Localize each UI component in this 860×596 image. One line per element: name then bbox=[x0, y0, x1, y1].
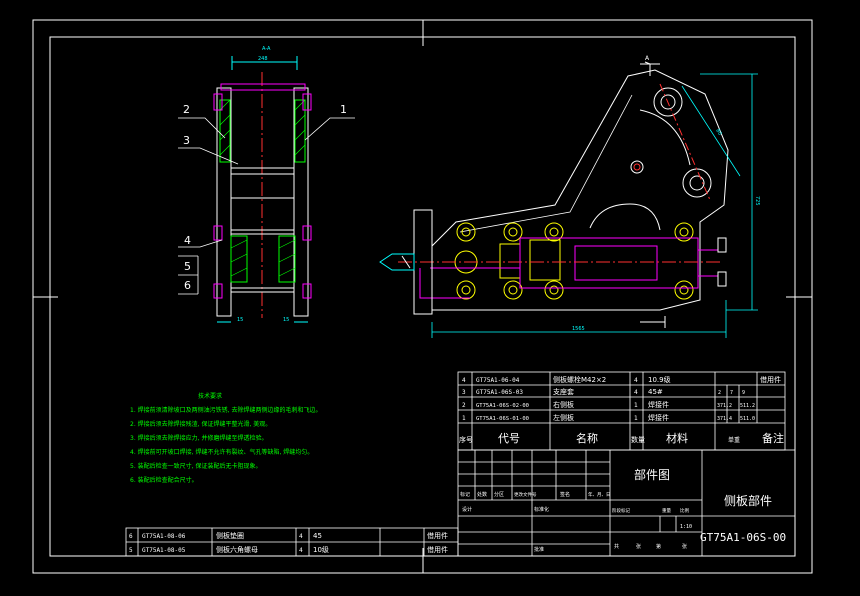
svg-text:2: 2 bbox=[462, 402, 466, 409]
svg-text:焊接件: 焊接件 bbox=[648, 400, 669, 409]
svg-text:7: 7 bbox=[730, 390, 733, 396]
svg-text:1: 1 bbox=[634, 415, 638, 422]
outer-frame bbox=[32, 19, 813, 574]
svg-text:GT75A1-06S-01-00: GT75A1-06S-01-00 bbox=[476, 416, 529, 422]
frame-center-marks bbox=[33, 20, 812, 573]
svg-text:批准: 批准 bbox=[534, 546, 544, 553]
svg-text:4: 4 bbox=[299, 533, 303, 540]
svg-text:10级: 10级 bbox=[313, 545, 329, 554]
svg-text:代号: 代号 bbox=[498, 432, 520, 445]
dim-sec-top: 248 bbox=[258, 56, 268, 62]
callout-2: 2 bbox=[183, 103, 190, 116]
side-view: A bbox=[379, 55, 760, 338]
part-name: 侧板部件 bbox=[724, 493, 772, 508]
note-2: 2. 焊接后须去除焊接残渣, 保证焊缝平整光滑, 美观。 bbox=[130, 420, 271, 428]
title-block bbox=[457, 449, 796, 557]
svg-text:4: 4 bbox=[299, 547, 303, 554]
svg-text:侧板螺栓M42×2: 侧板螺栓M42×2 bbox=[553, 375, 606, 384]
note-4: 4. 焊接前可开坡口焊接, 焊缝不允许有裂纹、气孔等缺陷, 焊缝均匀。 bbox=[130, 448, 313, 456]
svg-text:材料: 材料 bbox=[666, 431, 688, 445]
svg-text:9: 9 bbox=[742, 390, 745, 396]
svg-text:GT75A1-06-04: GT75A1-06-04 bbox=[476, 377, 520, 384]
technical-notes: 技术要求 1. 焊接前须清除坡口及两侧油污铁锈, 去除焊缝两侧边缘的毛刺和飞边。… bbox=[130, 392, 321, 484]
svg-text:GT75A1-06S-03: GT75A1-06S-03 bbox=[476, 389, 523, 396]
svg-text:名称: 名称 bbox=[576, 431, 598, 445]
svg-text:511.2: 511.2 bbox=[740, 403, 755, 409]
svg-text:6: 6 bbox=[129, 533, 133, 540]
svg-text:备注: 备注 bbox=[762, 431, 784, 445]
callout-1: 1 bbox=[340, 103, 347, 116]
svg-text:年、月、日: 年、月、日 bbox=[588, 491, 611, 498]
svg-text:GT75A1-08-05: GT75A1-08-05 bbox=[142, 547, 186, 554]
svg-text:张: 张 bbox=[636, 543, 641, 550]
drawing-number: GT75A1-06S-00 bbox=[700, 531, 786, 544]
svg-text:借用件: 借用件 bbox=[427, 531, 448, 540]
svg-text:标准化: 标准化 bbox=[534, 506, 549, 513]
svg-text:第: 第 bbox=[656, 543, 661, 550]
svg-text:签名: 签名 bbox=[560, 491, 570, 498]
svg-text:共: 共 bbox=[614, 543, 619, 550]
svg-text:侧板垫圈: 侧板垫圈 bbox=[216, 531, 244, 540]
svg-text:支座套: 支座套 bbox=[553, 387, 574, 396]
svg-text:设计: 设计 bbox=[462, 506, 472, 513]
bom-rows: 4 GT75A1-06-04 侧板螺栓M42×2 4 10.9级 借用件 3 G… bbox=[459, 375, 784, 445]
bom2-table bbox=[125, 527, 459, 557]
scale: 1:10 bbox=[680, 524, 692, 530]
svg-text:3: 3 bbox=[462, 389, 466, 396]
svg-text:张: 张 bbox=[682, 543, 687, 550]
svg-text:标记: 标记 bbox=[460, 491, 470, 498]
callout-6: 6 bbox=[184, 279, 191, 292]
svg-text:更改文件号: 更改文件号 bbox=[514, 491, 537, 498]
svg-text:序号: 序号 bbox=[459, 435, 473, 444]
svg-text:借用件: 借用件 bbox=[427, 545, 448, 554]
svg-text:2: 2 bbox=[718, 390, 721, 396]
svg-text:GT75A1-06S-02-00: GT75A1-06S-02-00 bbox=[476, 403, 529, 409]
dim-sec-bot-right: 15 bbox=[283, 317, 289, 323]
dim-side-vertical: 725 bbox=[754, 196, 760, 206]
svg-text:1: 1 bbox=[462, 415, 466, 422]
svg-text:右侧板: 右侧板 bbox=[553, 400, 574, 409]
svg-text:45: 45 bbox=[313, 532, 322, 540]
svg-text:5: 5 bbox=[129, 547, 133, 554]
callout-5: 5 bbox=[184, 260, 191, 273]
section-view-a-a: A-A 248 bbox=[178, 46, 355, 323]
svg-text:371.4: 371.4 bbox=[717, 416, 732, 422]
svg-text:焊接件: 焊接件 bbox=[648, 413, 669, 422]
svg-text:比例: 比例 bbox=[680, 507, 689, 514]
dim-side-bottom: 1565 bbox=[572, 326, 585, 332]
callout-3: 3 bbox=[183, 134, 190, 147]
title-block-text: 部件图 侧板部件 GT75A1-06S-00 1:10 标记 处数 分区 更改文… bbox=[460, 467, 786, 553]
section-label: A-A bbox=[262, 46, 271, 52]
view-arrow-label-top: A bbox=[645, 55, 650, 62]
svg-text:重量: 重量 bbox=[662, 507, 671, 514]
svg-text:GT75A1-08-06: GT75A1-08-06 bbox=[142, 533, 186, 540]
svg-text:4: 4 bbox=[462, 377, 466, 384]
svg-text:511.0: 511.0 bbox=[740, 416, 755, 422]
note-5: 5. 装配后检查一致尺寸, 保证装配后无卡阻现象。 bbox=[130, 462, 261, 470]
svg-text:10.9级: 10.9级 bbox=[648, 375, 671, 384]
note-6: 6. 装配后检查配合尺寸。 bbox=[130, 476, 198, 484]
bom2-rows: 6 GT75A1-08-06 侧板垫圈 4 45 借用件 5 GT75A1-08… bbox=[129, 531, 448, 554]
svg-text:左侧板: 左侧板 bbox=[553, 413, 574, 422]
drawing-type: 部件图 bbox=[634, 467, 670, 482]
svg-text:数量: 数量 bbox=[631, 435, 645, 444]
note-3: 3. 焊接后须去除焊接应力, 并修磨焊缝至焊透检验。 bbox=[130, 434, 267, 442]
svg-text:借用件: 借用件 bbox=[760, 375, 781, 384]
svg-text:单重: 单重 bbox=[728, 436, 740, 444]
svg-text:371.2: 371.2 bbox=[717, 403, 732, 409]
svg-text:分区: 分区 bbox=[494, 491, 504, 498]
svg-text:4: 4 bbox=[634, 377, 638, 384]
svg-text:侧板六角螺母: 侧板六角螺母 bbox=[216, 545, 258, 554]
dim-sec-bot-left: 15 bbox=[237, 317, 243, 323]
svg-text:45#: 45# bbox=[648, 388, 663, 396]
note-1: 1. 焊接前须清除坡口及两侧油污铁锈, 去除焊缝两侧边缘的毛刺和飞边。 bbox=[130, 406, 321, 414]
callout-4: 4 bbox=[184, 234, 191, 247]
svg-text:4: 4 bbox=[634, 389, 638, 396]
notes-title: 技术要求 bbox=[198, 392, 222, 400]
dim-side-short: 80 bbox=[714, 128, 722, 137]
svg-text:1: 1 bbox=[634, 402, 638, 409]
svg-text:处数: 处数 bbox=[477, 491, 487, 498]
svg-text:阶段标记: 阶段标记 bbox=[612, 507, 630, 514]
